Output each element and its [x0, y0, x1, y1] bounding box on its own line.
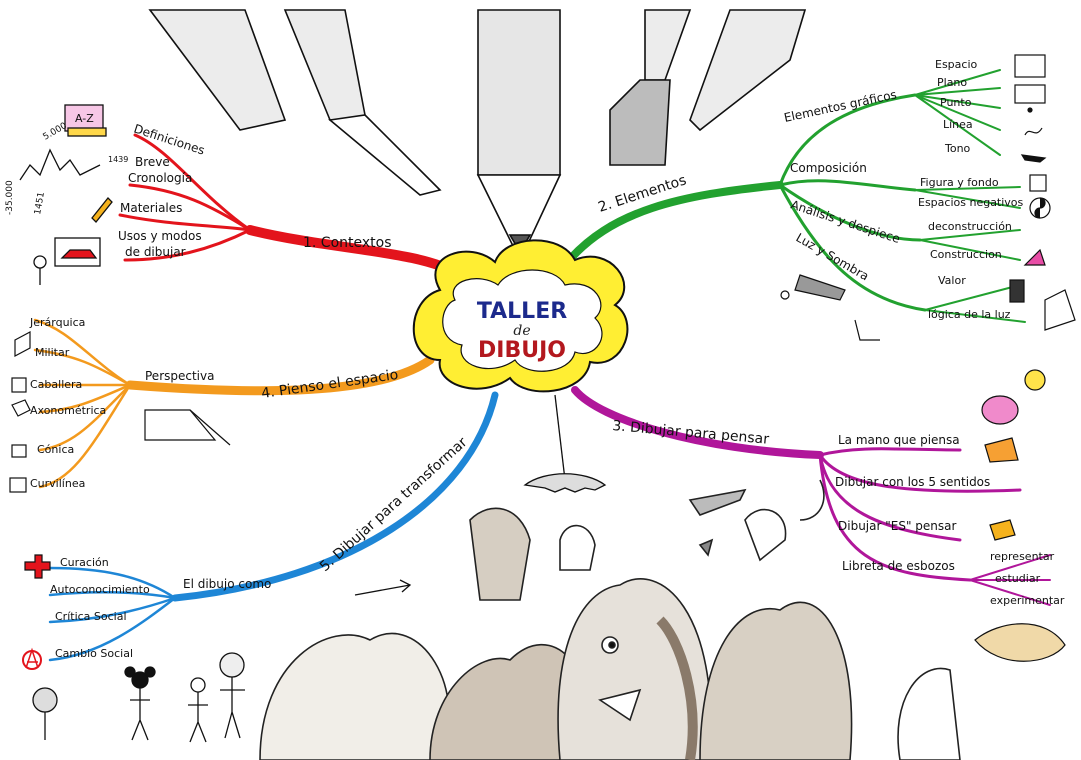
svg-text:1439: 1439 [108, 155, 128, 164]
item-linea: Línea [943, 118, 973, 131]
item-de-dibujar: de dibujar [125, 245, 186, 259]
item-conica: Cónica [37, 443, 74, 456]
item-axonometrica: Axonométrica [30, 404, 106, 417]
book-icon: A-Z [64, 104, 107, 137]
monster-crowd-illustration [259, 479, 961, 760]
group-composicion: Composición [790, 161, 867, 175]
item-materiales: Materiales [120, 201, 182, 215]
item-tono: Tono [944, 142, 971, 155]
item-critica-social: Crítica Social [55, 610, 127, 623]
svg-text:1451: 1451 [33, 191, 47, 215]
contextos-doodles: A-Z 5.000 -35.000 1451 1439 [5, 104, 128, 285]
branch-transformar: 5. Dibujar para transformar El dibujo co… [50, 434, 471, 660]
item-cinco-sentidos: Dibujar con los 5 sentidos [835, 475, 990, 489]
item-punto: Punto [940, 96, 972, 109]
item-curacion: Curación [60, 556, 109, 569]
item-cronologia: Cronología [128, 171, 192, 185]
hand-icon [984, 437, 1019, 463]
perspectiva-doodles [9, 331, 231, 493]
branch-label-pensar: 3. Dibujar para pensar [612, 418, 770, 448]
item-espacio: Espacio [935, 58, 978, 71]
branch-lines [33, 69, 1051, 662]
item-mano-piensa: La mano que piensa [838, 433, 960, 447]
central-node: TALLER de DIBUJO [412, 239, 629, 393]
item-caballera: Caballera [30, 378, 82, 391]
group-luz-sombra: Luz y Sombra [794, 230, 872, 283]
branch-label-espacio: 4. Pienso el espacio [260, 367, 399, 402]
item-espacios-negativos: Espacios negativos [918, 196, 1024, 209]
item-figura-fondo: Figura y fondo [920, 176, 999, 189]
item-es-pensar: Dibujar "ES" pensar [838, 519, 956, 533]
item-logica-luz: lógica de la luz [928, 308, 1011, 321]
group-dibujo-como: El dibujo como [183, 577, 271, 591]
item-curvilinea: Curvilínea [30, 477, 85, 490]
svg-text:-35.000: -35.000 [5, 180, 15, 215]
lightbulb-icon [1024, 369, 1046, 391]
elementos-doodles [780, 54, 1076, 341]
item-jerarquica: Jerárquica [29, 316, 85, 329]
item-experimentar: experimentar [990, 594, 1065, 607]
title-taller: TALLER [477, 299, 567, 324]
item-autoconocimiento: Autoconocimiento [50, 583, 150, 596]
item-plano: Plano [937, 76, 967, 89]
item-libreta: Libreta de esbozos [842, 559, 955, 573]
brain-icon [981, 395, 1019, 425]
cloud-pendant [523, 394, 607, 493]
branch-green-main [561, 181, 784, 269]
item-deconstruccion: deconstrucción [928, 220, 1012, 233]
item-cambio-social: Cambio Social [55, 647, 133, 660]
red-cross-icon [24, 554, 51, 579]
item-construccion: Construccion [930, 248, 1002, 261]
item-estudiar: estudiar [995, 572, 1041, 585]
title-dibujo: DIBUJO [478, 338, 566, 363]
item-militar: Militar [35, 346, 70, 359]
svg-text:A-Z: A-Z [75, 112, 94, 125]
item-representar: representar [990, 550, 1055, 563]
anarchy-icon [22, 650, 42, 670]
branch-magenta-main [571, 386, 824, 459]
group-perspectiva: Perspectiva [145, 369, 214, 383]
branch-blue-main [171, 391, 499, 602]
branch-orange-main [125, 355, 435, 396]
item-valor: Valor [938, 274, 966, 287]
pencil-icon [91, 197, 113, 223]
branch-label-transformar: 5. Dibujar para transformar [317, 434, 471, 575]
pensar-doodles [974, 369, 1066, 662]
title-de: de [513, 323, 530, 339]
car-drawing [33, 237, 101, 285]
drawing-tools-illustration [148, 9, 807, 254]
svg-text:5.000: 5.000 [42, 121, 70, 143]
transformar-doodles [22, 554, 51, 670]
item-usos: Usos y modos [118, 229, 202, 243]
item-breve: Breve [135, 155, 170, 169]
branch-label-contextos: 1. Contextos [303, 235, 392, 251]
figures-illustration [32, 579, 412, 743]
